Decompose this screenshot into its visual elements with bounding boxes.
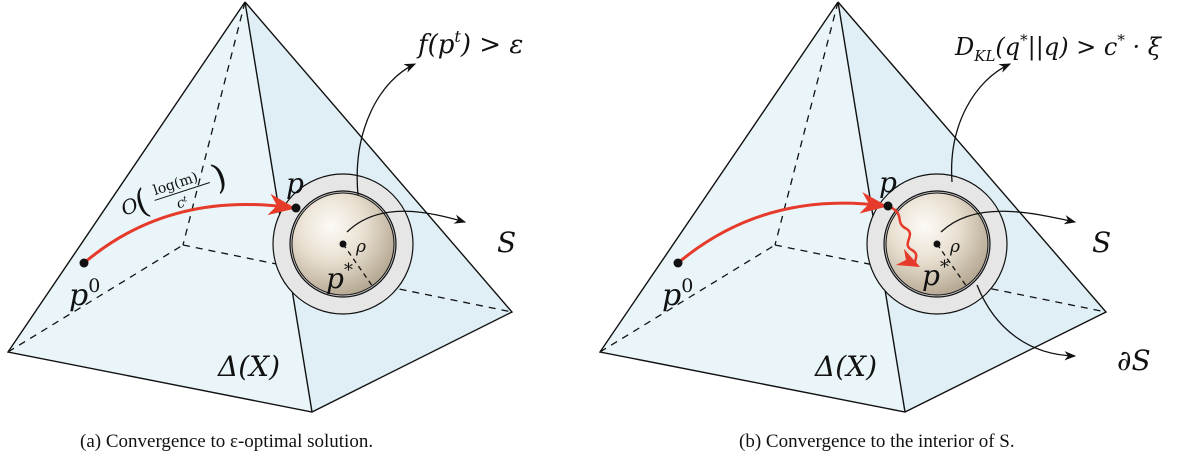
f-annotation-arrow-a (356, 63, 417, 196)
p-star-dot-b (933, 240, 941, 248)
S-label-b: S (1092, 226, 1111, 259)
p0-label-b: p0 (662, 275, 693, 313)
convergence-path-a (83, 193, 296, 265)
S-annotation-arrow-a (346, 210, 467, 233)
simplex-label-a: Δ(X) (217, 350, 280, 383)
hidden-edges-b (599, 1, 1107, 353)
p-label-a: p (286, 167, 304, 200)
p-label-b: p (879, 166, 897, 199)
boundary-annotation-arrow-b (976, 284, 1077, 361)
kl-condition-label-b: DKL(q*||q) > c* · ξ (954, 31, 1163, 65)
p-dot-b (883, 201, 893, 211)
rho-label-b: ρ (949, 237, 960, 257)
p-star-label-b: p* (922, 257, 949, 292)
f-condition-label-a: f(pt) > ε (416, 27, 523, 60)
simplex-label-b: Δ(X) (814, 350, 877, 383)
panel-a: ρ p* p0 p O ( log(m) cᵗ ) f(pt) > ε S Δ(… (6, 1, 523, 452)
svg-text:cᵗ: cᵗ (175, 193, 191, 212)
simplex-face-left-a (8, 2, 312, 412)
caption-a: (a) Convergence to ε-optimal solution. (80, 431, 373, 452)
p-star-dot-a (339, 240, 347, 248)
convergence-path-b (677, 192, 888, 265)
interior-path-b (889, 205, 921, 268)
rho-label-a: ρ (355, 237, 366, 257)
p0-dot-b (673, 258, 683, 268)
panel-b: ρ p* p0 p DKL(q*||q) > c* · ξ S ∂S Δ(X) … (598, 1, 1163, 452)
p0-label-a: p0 (69, 275, 100, 313)
simplex-face-left-b (600, 2, 905, 412)
caption-b: (b) Convergence to the interior of S. (739, 431, 1015, 452)
p-dot-a (291, 203, 301, 213)
p-star-label-a: p* (326, 260, 353, 295)
S-annotation-arrow-b (940, 210, 1077, 233)
S-label-a: S (497, 226, 516, 259)
hidden-edges-a (7, 1, 513, 353)
p0-dot-a (79, 258, 89, 268)
boundary-label-b: ∂S (1117, 344, 1151, 377)
svg-text:O: O (118, 193, 141, 221)
kl-annotation-arrow-b (950, 63, 1012, 183)
